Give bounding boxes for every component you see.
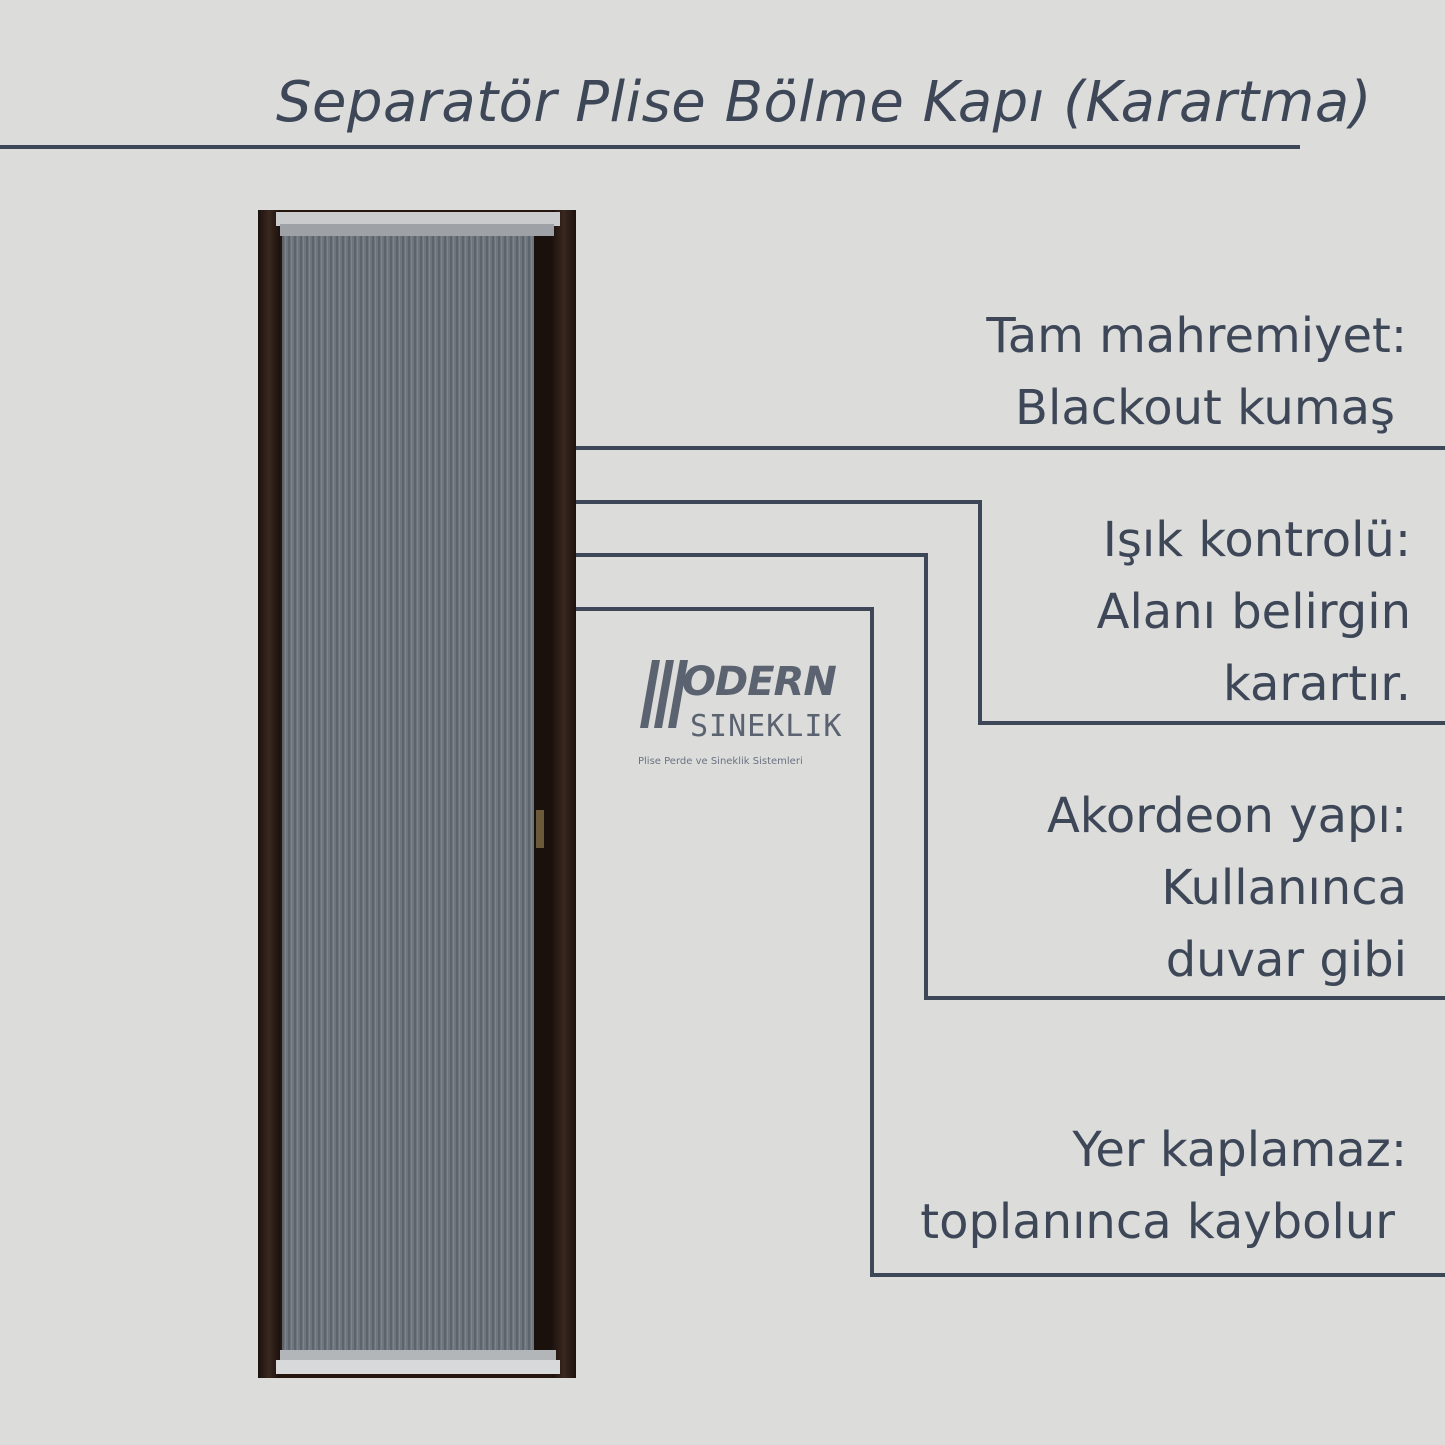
feature-heading: Işık kontrolü: xyxy=(1102,512,1411,568)
feature-description: Blackout kumaş xyxy=(1015,380,1395,436)
title-underline xyxy=(0,145,1300,149)
feature-heading: Tam mahremiyet: xyxy=(986,308,1407,364)
feature-privacy: Tam mahremiyet: Blackout kumaş xyxy=(986,300,1407,444)
logo-stripes-icon xyxy=(640,660,688,728)
feature-description: Kullanınca xyxy=(1161,860,1407,916)
feature-heading: Yer kaplamaz: xyxy=(1072,1122,1407,1178)
feature-description: Alanı belirgin xyxy=(1096,584,1411,640)
page-title: Separatör Plise Bölme Kapı (Karartma) xyxy=(276,70,1372,135)
feature-description: duvar gibi xyxy=(1165,932,1407,988)
feature-description: karartır. xyxy=(1223,656,1411,712)
connector-line-2 xyxy=(576,500,1445,725)
feature-accordion: Akordeon yapı: Kullanınca duvar gibi xyxy=(1047,780,1407,996)
logo-top-text: ODERN xyxy=(682,659,837,705)
pleated-door-image xyxy=(258,210,576,1378)
feature-light-control: Işık kontrolü: Alanı belirgin karartır. xyxy=(1097,504,1411,720)
connector-line-4 xyxy=(576,607,1445,1277)
feature-description: toplanınca kaybolur xyxy=(920,1194,1395,1250)
logo-tagline: Plise Perde ve Sineklik Sistemleri xyxy=(638,756,803,767)
feature-space-saving: Yer kaplamaz: toplanınca kaybolur xyxy=(920,1114,1407,1258)
feature-heading: Akordeon yapı: xyxy=(1046,788,1407,844)
connector-line-3 xyxy=(576,553,1445,1000)
logo-bottom-text: SINEKLIK xyxy=(690,709,843,744)
